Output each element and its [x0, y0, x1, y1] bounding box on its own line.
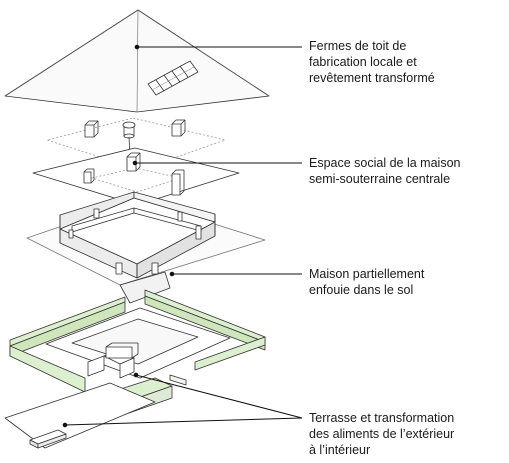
leader-lines — [62, 44, 303, 428]
label-line: Espace social de la maison — [309, 156, 461, 170]
buried-house-label: Maison partiellement enfouie dans le sol — [309, 266, 505, 298]
label-line: fabrication locale et — [309, 55, 417, 69]
post — [171, 119, 186, 137]
roof-trusses-label: Fermes de toit de fabrication locale et … — [309, 38, 505, 86]
social-space-label: Espace social de la maison semi-souterra… — [309, 155, 505, 187]
label-line: Fermes de toit de — [309, 39, 407, 53]
label-line: à l’intérieur — [309, 443, 371, 457]
label-line: enfouie dans le sol — [309, 283, 414, 297]
ground-layer — [4, 289, 266, 449]
central-vent — [122, 121, 136, 139]
terrace-label: Terrasse et transformation des aliments … — [309, 410, 505, 458]
house-layer — [26, 191, 266, 304]
label-line: semi-souterraine centrale — [309, 172, 451, 186]
label-line: des aliments de l’extérieur — [309, 427, 455, 441]
label-line: Terrasse et transformation — [309, 411, 455, 425]
solar-panel — [147, 60, 199, 96]
post — [84, 120, 99, 138]
roof-layer — [4, 9, 270, 113]
label-line: Maison partiellement — [309, 267, 425, 281]
label-line: revêtement transformé — [309, 71, 435, 85]
